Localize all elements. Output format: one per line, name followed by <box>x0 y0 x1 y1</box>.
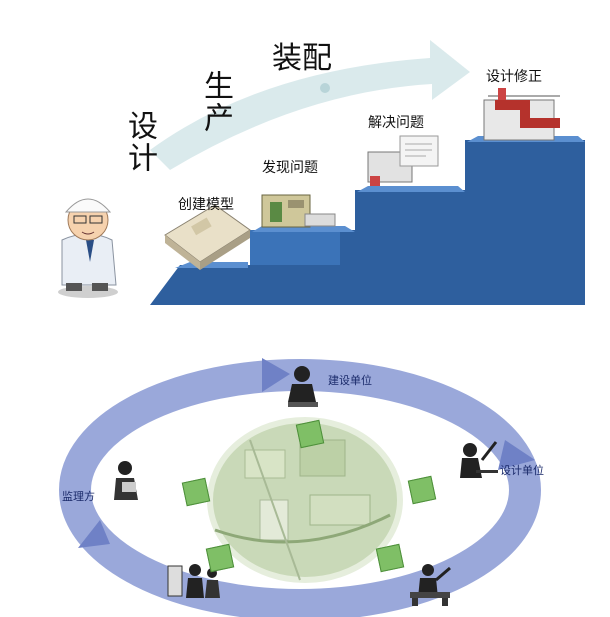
ring-arrow-top <box>262 358 290 392</box>
contractor-person-icon <box>410 564 451 606</box>
process-illustration <box>58 40 585 305</box>
staircase <box>150 136 585 305</box>
design-unit-person-icon <box>460 441 498 478</box>
construction-unit-label: 建设单位 <box>328 374 372 387</box>
info-tag-bottom-left <box>205 543 235 573</box>
supervision-label: 监理方 <box>62 490 95 503</box>
ring-arrow-right <box>498 440 535 470</box>
engineer-figure <box>58 198 118 298</box>
info-tag-right <box>407 475 437 505</box>
supervision-person-icon <box>114 461 138 500</box>
solution-model <box>367 135 439 186</box>
owner-group-person-icon <box>167 564 220 598</box>
ring-arrow-left <box>78 520 110 548</box>
collaboration-panel: 建设单位 设计单位 监理方 <box>0 330 610 617</box>
assembly-label: 装配 <box>272 41 332 76</box>
model-block <box>164 204 251 270</box>
step-label-find-problem: 发现问题 <box>262 160 318 176</box>
site-map <box>207 417 403 583</box>
revision-model <box>483 88 560 141</box>
design-label: 设计 <box>122 110 157 174</box>
process-arrow <box>150 40 470 170</box>
step-label-solve-problem: 解决问题 <box>368 115 424 131</box>
collaboration-cycle <box>59 358 541 617</box>
production-label: 生产 <box>198 70 233 134</box>
step-label-create-model: 创建模型 <box>178 197 234 213</box>
step-label-design-revision: 设计修正 <box>486 69 542 85</box>
bim-process-panel: 设计 生产 装配 创建模型 发现问题 解决问题 设计修正 <box>58 40 585 305</box>
design-unit-label: 设计单位 <box>500 464 544 477</box>
info-tag-left <box>181 477 211 507</box>
problem-model <box>261 194 336 228</box>
info-tag-bottom-right <box>375 543 405 573</box>
info-tag-top <box>295 419 325 449</box>
construction-unit-person-icon <box>288 366 318 407</box>
